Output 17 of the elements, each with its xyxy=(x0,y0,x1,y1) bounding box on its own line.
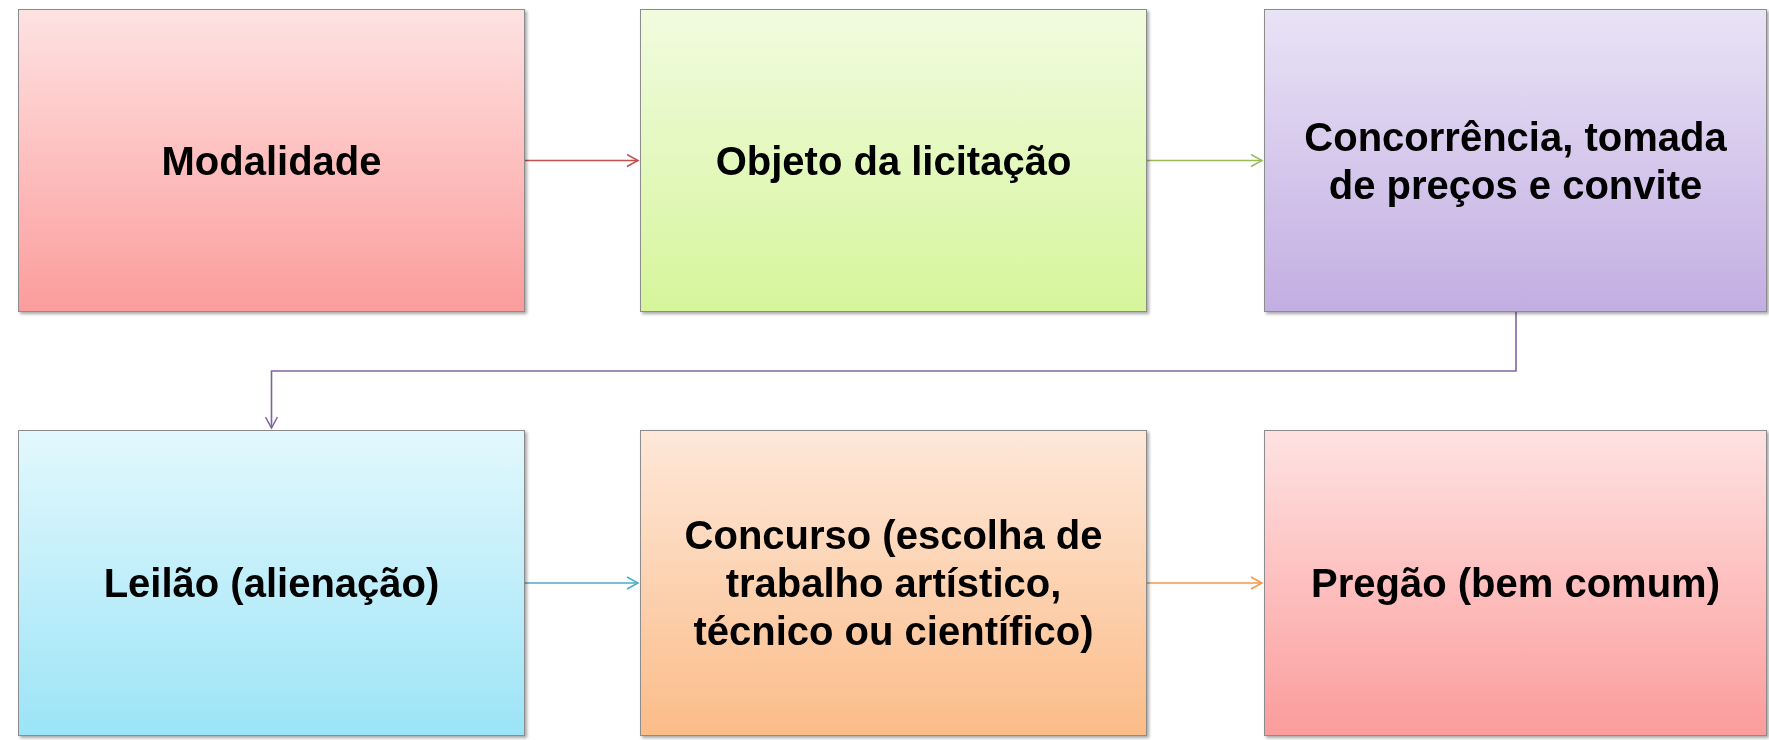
box-label: Concurso (escolha de trabalho artístico, técnico ou científico) xyxy=(683,512,1104,655)
box-label: Leilão (alienação) xyxy=(103,560,440,607)
process-box xyxy=(1264,9,1767,312)
arrow xyxy=(1146,153,1263,168)
process-box xyxy=(18,9,525,312)
box-label: Pregão (bem comum) xyxy=(1311,560,1720,607)
arrow xyxy=(524,576,639,590)
process-box xyxy=(640,430,1147,736)
process-box xyxy=(18,430,525,736)
arrow xyxy=(264,311,1517,429)
arrow xyxy=(524,153,639,168)
arrow xyxy=(1146,576,1263,590)
box-label: Modalidade xyxy=(161,137,382,185)
box-label: Concorrência, tomada de preços e convite xyxy=(1303,113,1728,209)
process-box xyxy=(1264,430,1767,736)
box-label: Objeto da licitação xyxy=(715,137,1072,185)
process-box xyxy=(640,9,1147,312)
